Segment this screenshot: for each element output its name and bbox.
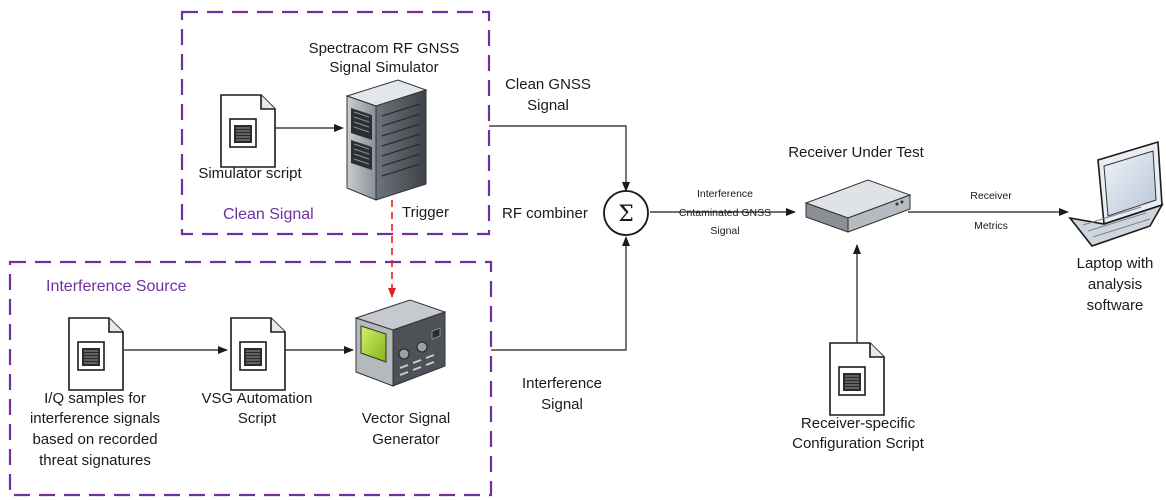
laptop-label-line2: analysis (1088, 276, 1142, 293)
interference-label-line2: Signal (541, 396, 583, 413)
vsg-label-line1: Vector Signal (362, 410, 450, 427)
laptop-icon (1068, 140, 1164, 247)
gnss-simulator-label-line2: Signal Simulator (329, 59, 438, 76)
laptop-label-line1: Laptop with (1077, 255, 1154, 272)
sigma-icon: Σ (618, 202, 634, 227)
iq-samples-label-line4: threat signatures (39, 452, 151, 469)
receiver-config-label-line2: Configuration Script (792, 435, 925, 452)
vsg-label-line2: Generator (372, 431, 440, 448)
gnss-simulator-node: Spectracom RF GNSS Signal Simulator (309, 40, 460, 201)
interference-source-group (8, 260, 493, 497)
contaminated-label-line2: Cntaminated GNSS (679, 207, 771, 219)
document-icon (220, 94, 276, 168)
server-tower-icon (345, 79, 428, 201)
iq-samples-label-line2: interference signals (30, 410, 160, 427)
simulator-script-label: Simulator script (198, 165, 302, 182)
vsg-script-label-line1: VSG Automation (202, 390, 313, 407)
receiver-config-node: Receiver-specific Configuration Script (792, 342, 925, 452)
rf-combiner-label: RF combiner (502, 205, 588, 222)
rf-combiner-node: RF combiner Σ (502, 190, 649, 236)
contaminated-label-line3: Signal (710, 225, 739, 237)
interference-source-group-title: Interference Source (46, 278, 187, 295)
vsg-script-label-line2: Script (238, 410, 277, 427)
receiver-label: Receiver Under Test (788, 144, 924, 161)
receiver-node: Receiver Under Test (788, 144, 925, 233)
iq-samples-node: I/Q samples for interference signals bas… (30, 317, 160, 469)
receiver-config-label-line1: Receiver-specific (801, 415, 916, 432)
clean-gnss-label-line2: Signal (527, 97, 569, 114)
clean-signal-group-title: Clean Signal (223, 206, 314, 223)
rf-combiner-circle (603, 190, 649, 236)
iq-samples-label-line1: I/Q samples for (44, 390, 146, 407)
document-icon (829, 342, 885, 416)
clean-signal-group (180, 10, 491, 236)
receiver-box-icon (804, 179, 912, 233)
document-icon (230, 317, 286, 391)
simulator-script-node: Simulator script (198, 94, 303, 182)
trigger-label: Trigger (402, 204, 449, 221)
interference-label-line1: Interference (522, 375, 602, 392)
edge-interference (491, 236, 630, 351)
receiver-metrics-label-line2: Metrics (974, 220, 1008, 232)
clean-gnss-label-line1: Clean GNSS (505, 76, 591, 93)
document-icon (68, 317, 124, 391)
laptop-node: Laptop with analysis software (1068, 140, 1164, 314)
edge-clean-gnss (489, 125, 630, 192)
vsg-script-node: VSG Automation Script (202, 317, 313, 427)
iq-samples-label-line3: based on recorded (32, 431, 157, 448)
vsg-node: Vector Signal Generator (354, 299, 450, 448)
contaminated-label-line1: Interference (697, 188, 753, 200)
receiver-metrics-label-line1: Receiver (970, 190, 1012, 202)
laptop-label-line3: software (1087, 297, 1144, 314)
gnss-simulator-label-line1: Spectracom RF GNSS (309, 40, 460, 57)
signal-generator-icon (354, 299, 447, 387)
